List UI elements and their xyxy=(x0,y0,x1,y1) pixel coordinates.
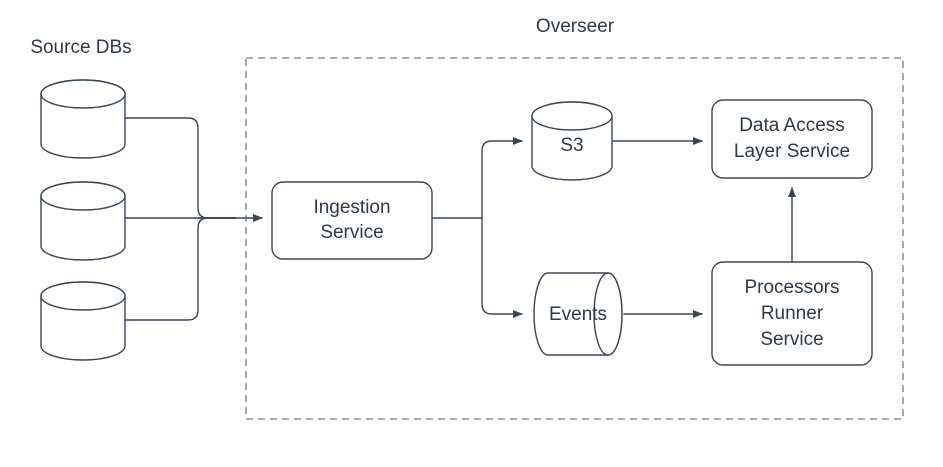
node-s3[interactable]: S3 xyxy=(531,101,613,181)
s3-label: S3 xyxy=(560,135,583,156)
edge-ingestion-to-events xyxy=(481,217,523,318)
edge-db1-to-ingestion xyxy=(124,117,237,219)
ingestion-service-label-line1: Ingestion xyxy=(313,197,390,218)
ingestion-service-box xyxy=(271,181,433,260)
data-access-layer-service-box xyxy=(711,99,873,179)
processors-runner-service-box xyxy=(711,261,873,366)
processors-runner-service-label-line3: Service xyxy=(760,329,823,350)
db1-top xyxy=(40,79,126,109)
edge-ingestion-to-s3 xyxy=(481,137,523,219)
db2-top xyxy=(40,181,126,211)
edge-db3-to-ingestion xyxy=(124,217,237,321)
events-end-cap xyxy=(593,272,623,356)
processors-runner-service-label-line1: Processors xyxy=(744,277,839,298)
node-source-db-1[interactable] xyxy=(40,79,126,159)
node-source-db-3[interactable] xyxy=(40,281,126,361)
node-events-queue[interactable]: Events xyxy=(533,272,623,356)
overseer-boundary xyxy=(245,57,904,420)
source-dbs-title: Source DBs xyxy=(30,37,131,58)
node-source-db-2[interactable] xyxy=(40,181,126,261)
overseer-label: Overseer xyxy=(536,16,615,37)
db3-top xyxy=(40,281,126,311)
ingestion-service-label-line2: Service xyxy=(320,222,383,243)
node-ingestion-service[interactable]: Ingestion Service xyxy=(271,181,433,260)
node-processors-runner-service[interactable]: Processors Runner Service xyxy=(711,261,873,366)
data-access-layer-service-label-line1: Data Access xyxy=(739,115,845,136)
node-data-access-layer-service[interactable]: Data Access Layer Service xyxy=(711,99,873,179)
data-access-layer-service-label-line2: Layer Service xyxy=(734,141,850,162)
s3-top xyxy=(531,101,613,131)
processors-runner-service-label-line2: Runner xyxy=(761,303,824,324)
events-label: Events xyxy=(549,304,607,325)
